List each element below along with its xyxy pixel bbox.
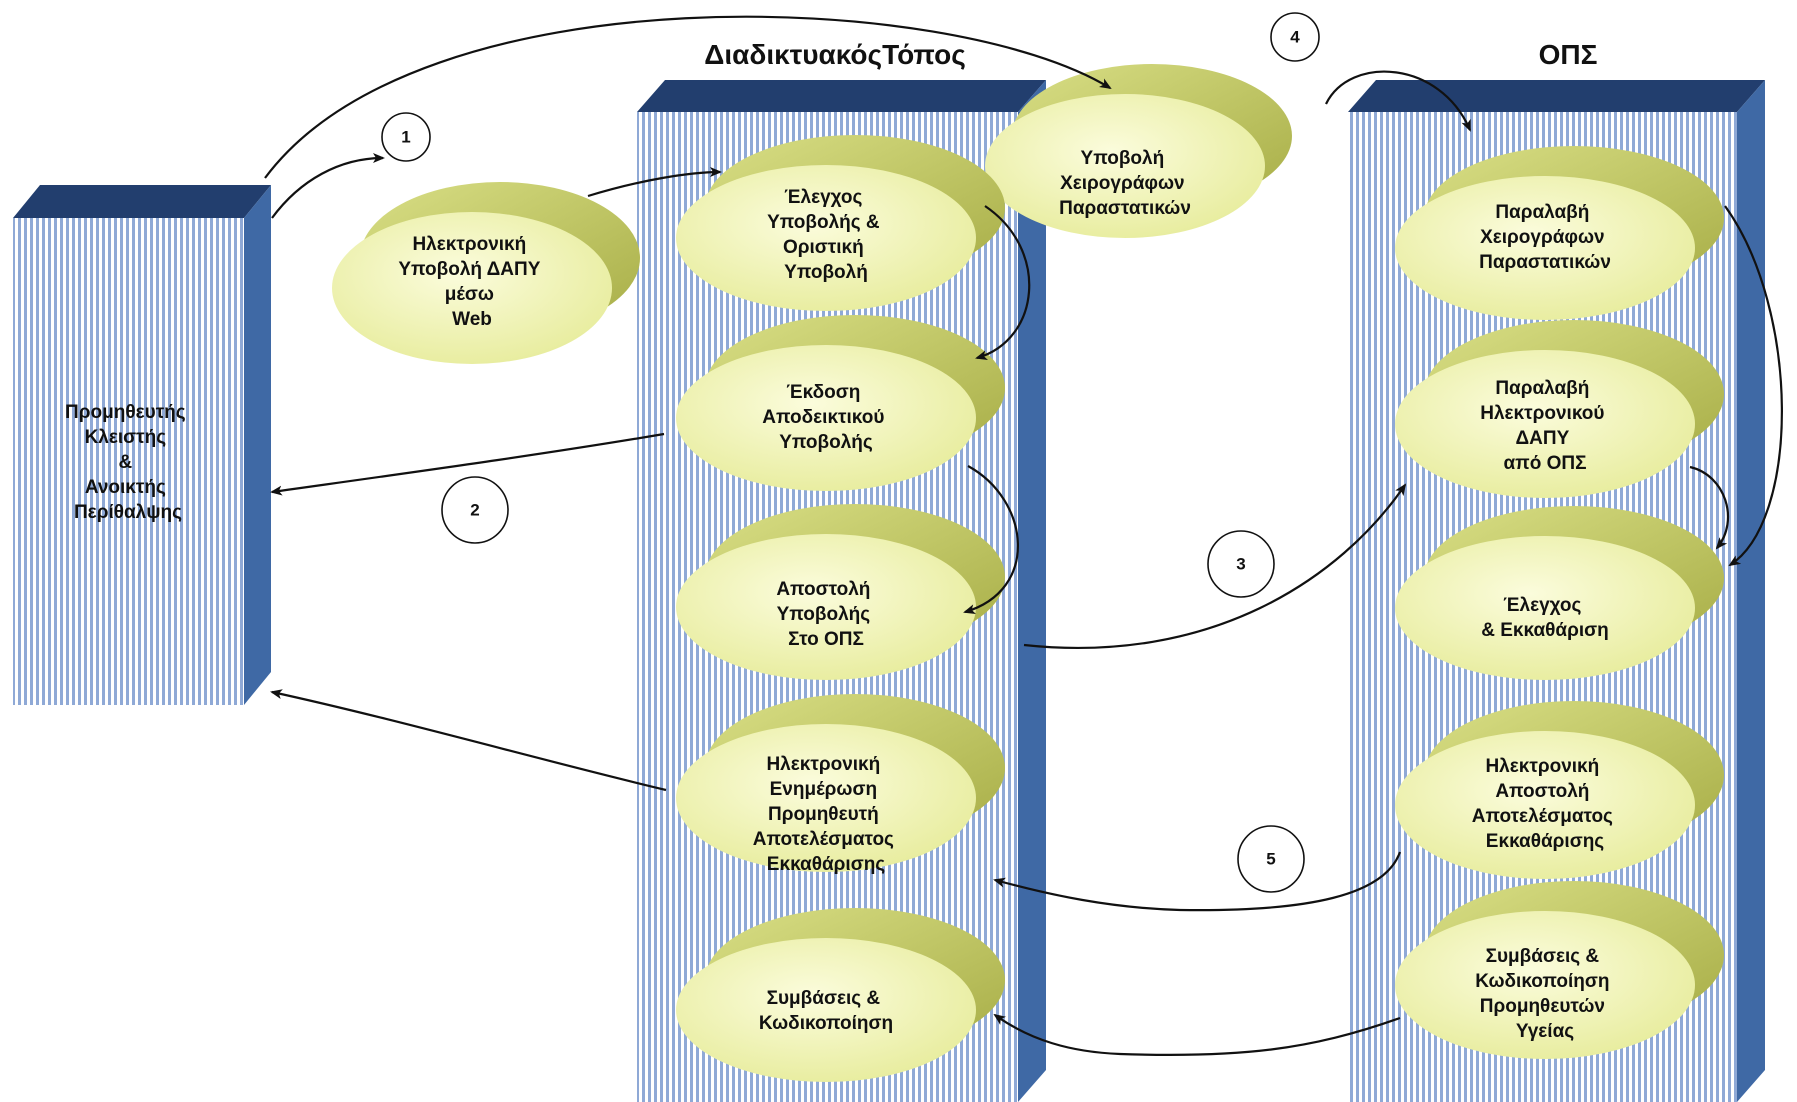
arrow-receipt-to-supplier	[270, 432, 665, 496]
svg-text:Έλεγχος & Εκκαθάριση: Έλεγχος & Εκκαθάριση	[1481, 595, 1609, 641]
svg-text:Ηλεκτρονική Αποστολή: Ηλεκτρονική Αποστολή Αποτελέσματος Εκκαθ…	[1472, 756, 1618, 852]
arrow-ops-result-to-website	[993, 851, 1402, 912]
ellipse-ops-receive-electronic: Παραλαβή Ηλεκτρονικού ΔΑΠΥ από ΟΠΣ	[1395, 320, 1724, 498]
ellipse-ops-contracts: Συμβάσεις & Κωδικοποίηση Προμηθευτών Υγε…	[1395, 881, 1724, 1059]
arrow-supplier-to-web	[271, 153, 385, 219]
arrow-receive-electronic-to-check	[1689, 465, 1729, 550]
arrow-ops-contracts-to-website	[993, 1013, 1401, 1057]
website-header: ΔιαδικτυακόςΤόπος	[704, 39, 966, 70]
svg-text:Συμβάσεις & Κωδικοποίηση: Συμβάσεις & Κωδικοποίηση	[759, 988, 893, 1034]
svg-text:4: 4	[1290, 27, 1300, 46]
ellipse-website-notify-supplier: Ηλεκτρονική Ενημέρωση Προμηθευτή Αποτελέ…	[676, 694, 1005, 875]
step-number-4: 4	[1270, 12, 1320, 62]
arrow-receive-manual-to-check	[1724, 205, 1783, 567]
svg-text:Έκδοση Αποδεικτικού: Έκδοση Αποδεικτικού Υποβολής	[762, 382, 889, 453]
ellipse-ops-receive-manual: Παραλαβή Χειρογράφων Παραστατικών	[1395, 146, 1724, 320]
svg-text:Αποστολή Υποβολής: Αποστολή Υποβολής Στο ΟΠΣ	[776, 579, 875, 650]
arrow-notify-to-supplier	[270, 689, 667, 792]
svg-text:Συμβάσεις & Κωδικοποίηση: Συμβάσεις & Κωδικοποίηση Προμηθευτών Υγε…	[1475, 946, 1615, 1042]
arrows	[264, 15, 1783, 1057]
svg-text:2: 2	[470, 500, 479, 519]
ellipse-ops-check-clearance: Έλεγχος & Εκκαθάριση	[1395, 506, 1724, 680]
ellipse-website-issue-receipt: Έκδοση Αποδεικτικού Υποβολής	[676, 315, 1005, 491]
svg-text:Παραλαβή Ηλεκτρονικού: Παραλαβή Ηλεκτρονικού ΔΑΠΥ από ΟΠΣ	[1480, 378, 1610, 474]
ellipse-web-submission: Ηλεκτρονική Υποβολή ΔΑΠΥ μέσω Web	[332, 182, 640, 364]
step-number-1: 1	[381, 112, 431, 162]
supplier-box	[13, 185, 271, 705]
svg-text:Ηλεκτρονική Ενημέρωση: Ηλεκτρονική Ενημέρωση Προμηθευτή Αποτελέ…	[753, 754, 899, 875]
ops-header: ΟΠΣ	[1539, 39, 1598, 70]
arrow-supplier-to-manual	[264, 15, 1112, 179]
arrow-receipt-to-send	[963, 465, 1019, 614]
arrow-send-to-ops	[1023, 483, 1407, 650]
step-number-3: 3	[1207, 530, 1275, 598]
svg-text:5: 5	[1266, 849, 1275, 868]
svg-text:Παραλαβή Χειρογράφων: Παραλαβή Χειρογράφων Παραστατικών	[1479, 202, 1611, 273]
svg-text:Έλεγχος Υποβολής &: Έλεγχος Υποβολής & Οριστική Υποβολή	[767, 187, 885, 283]
ellipse-ops-send-result: Ηλεκτρονική Αποστολή Αποτελέσματος Εκκαθ…	[1395, 701, 1724, 879]
ellipse-website-check-submission: Έλεγχος Υποβολής & Οριστική Υποβολή	[676, 135, 1005, 311]
ellipse-website-send-to-ops: Αποστολή Υποβολής Στο ΟΠΣ	[676, 504, 1005, 680]
supplier-label: Προμηθευτής Κλειστής & Ανοικτής Περίθαλψ…	[65, 402, 191, 523]
arrow-manual-to-ops	[1325, 70, 1472, 132]
svg-text:1: 1	[401, 127, 410, 146]
arrow-web-to-check	[587, 167, 722, 198]
step-number-2: 2	[441, 476, 509, 544]
ellipse-manual-submission: Υποβολή Χειρογράφων Παραστατικών	[985, 64, 1292, 238]
arrow-check-to-receipt	[975, 205, 1031, 361]
svg-text:Υποβολή Χειρογράφων: Υποβολή Χειρογράφων Παραστατικών	[1059, 148, 1191, 219]
step-number-5: 5	[1237, 825, 1305, 893]
ellipse-website-contracts: Συμβάσεις & Κωδικοποίηση	[676, 908, 1005, 1082]
svg-text:Ηλεκτρονική Υποβολή ΔΑΠΥ: Ηλεκτρονική Υποβολή ΔΑΠΥ μέσω Web	[398, 234, 545, 330]
svg-text:3: 3	[1236, 554, 1245, 573]
